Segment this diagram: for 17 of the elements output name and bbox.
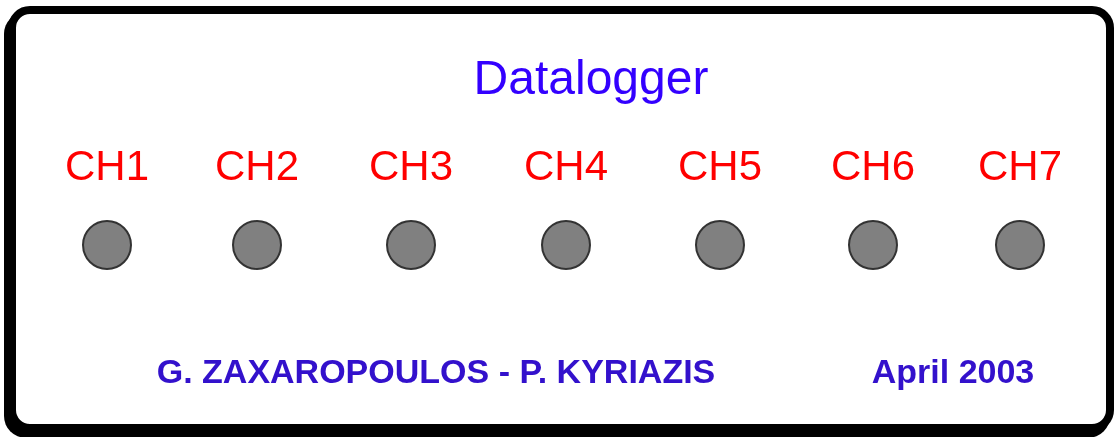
indicator-light bbox=[386, 220, 436, 270]
indicator-light bbox=[695, 220, 745, 270]
channel-label: CH7 bbox=[978, 142, 1062, 190]
channel-label: CH6 bbox=[831, 142, 915, 190]
indicator-light bbox=[82, 220, 132, 270]
channel-label: CH1 bbox=[65, 142, 149, 190]
panel-title: Datalogger bbox=[473, 50, 709, 105]
indicator-light bbox=[232, 220, 282, 270]
channel-label: CH4 bbox=[524, 142, 608, 190]
channel-label: CH5 bbox=[678, 142, 762, 190]
indicator-light bbox=[541, 220, 591, 270]
channel-label: CH2 bbox=[215, 142, 299, 190]
indicator-light bbox=[995, 220, 1045, 270]
indicator-light bbox=[848, 220, 898, 270]
author-names: G. ZAXAROPOULOS - P. KYRIAZIS bbox=[156, 352, 716, 391]
channel-label: CH3 bbox=[369, 142, 453, 190]
date-text: April 2003 bbox=[871, 352, 1035, 391]
